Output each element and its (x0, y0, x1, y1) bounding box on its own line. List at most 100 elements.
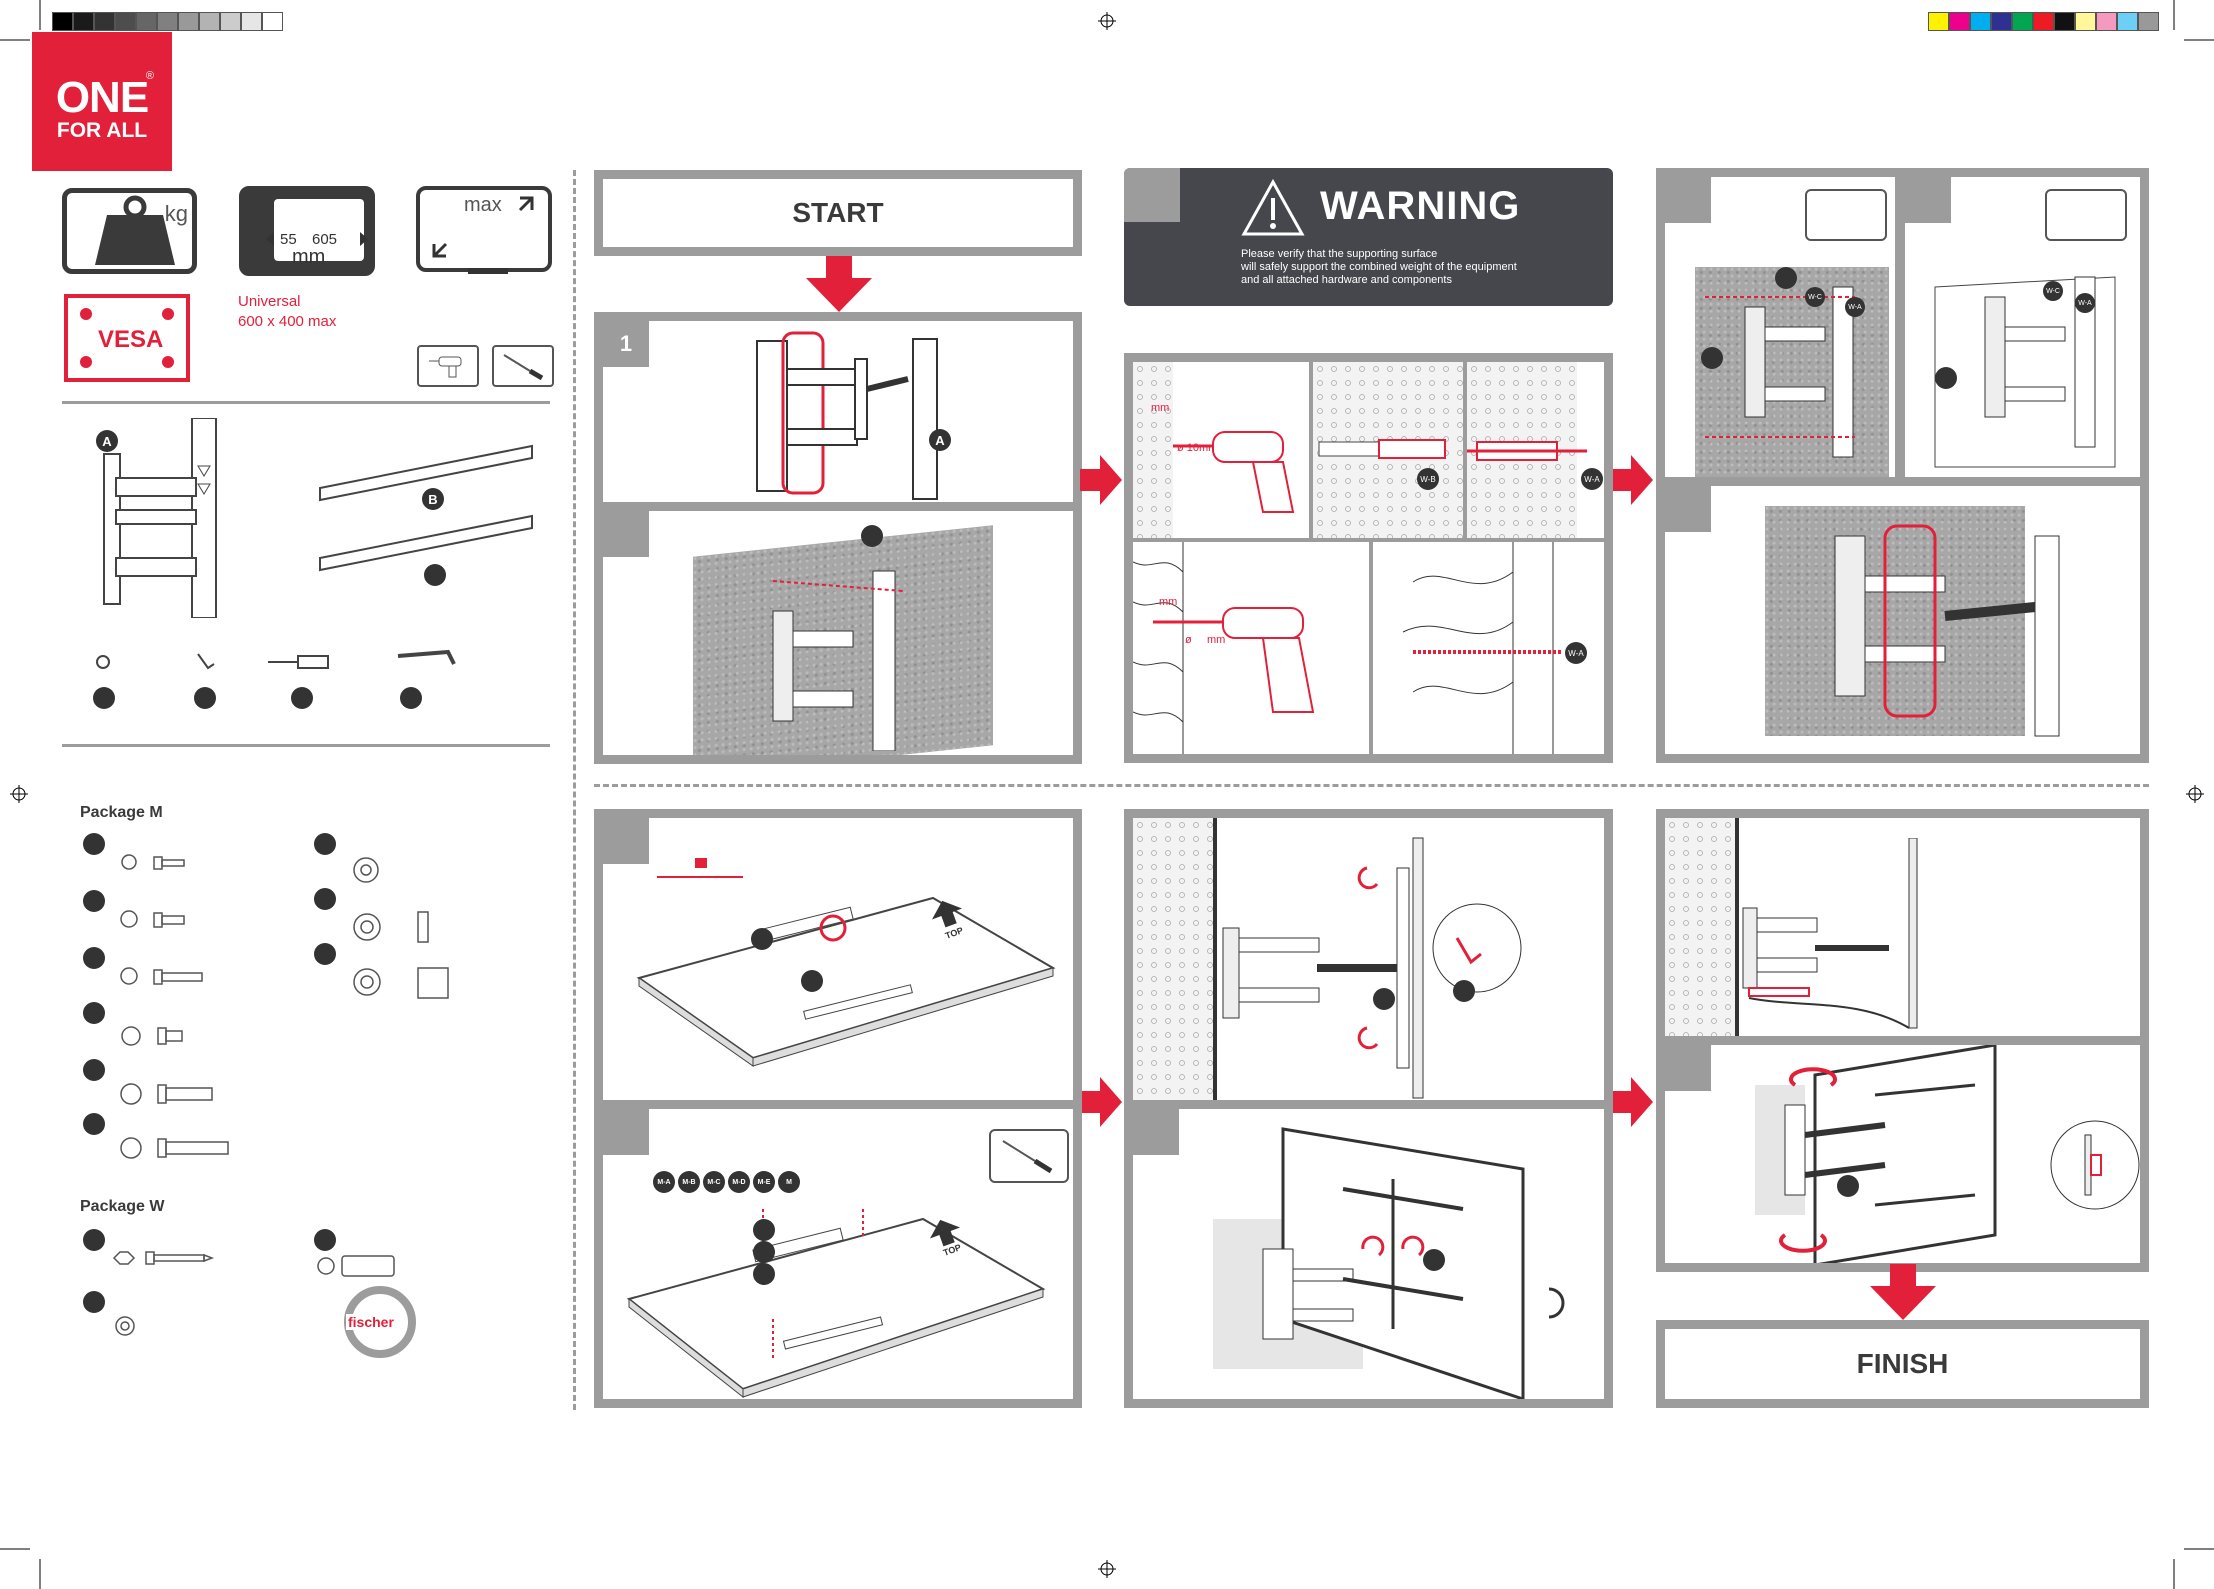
step-number: 1 (603, 321, 649, 367)
screw-label: M-C (703, 1171, 725, 1193)
concrete-wall (1665, 818, 1735, 1036)
drill-unit-label: mm (1151, 402, 1170, 414)
warning-line: Please verify that the supporting surfac… (1241, 248, 1438, 260)
package-w-hardware (83, 1229, 395, 1336)
drill-icon (429, 356, 462, 378)
weight-icon (95, 195, 175, 265)
callout-marker (1837, 1175, 1859, 1197)
drill-illustration (1173, 431, 1295, 513)
tv-side-view (1742, 838, 1918, 1029)
hardware-marker-3 (291, 687, 313, 709)
drill-unit-label-3: mm (1207, 634, 1226, 646)
concrete-wall (1133, 818, 1213, 1100)
down-arrow-icon (1870, 1264, 1936, 1320)
callout-marker (1423, 1249, 1445, 1271)
warning-text: Please verify that the supporting surfac… (1241, 248, 1517, 287)
down-arrow-icon (806, 256, 872, 312)
registration-mark-icon (2186, 785, 2204, 803)
screen-size-box: max (416, 186, 552, 274)
mount-bracket-panel-a: W-C W-A (1656, 168, 1904, 486)
wa-label-3: W-A (1845, 297, 1865, 317)
step-tag (603, 511, 649, 557)
screw-label-row: M-A M-B M-C M-D M-E M (653, 1171, 800, 1193)
tilt-illustration (1755, 1045, 2140, 1263)
step-tag (1665, 177, 1711, 223)
step-tag (1665, 486, 1711, 532)
divider (62, 401, 550, 404)
callout-marker (751, 928, 773, 950)
bracket-mounting (1705, 286, 1855, 458)
bracket-illustration (756, 331, 938, 500)
hardware-marker-4 (400, 687, 422, 709)
bracket-mounted-panel (1656, 477, 2149, 763)
wa-label: W-A (1581, 468, 1603, 490)
column-divider (573, 170, 576, 1410)
hang-tv-panel (1124, 809, 1613, 1109)
measure-line (657, 876, 743, 878)
registration-mark-icon (10, 785, 28, 803)
screwdriver-icon (1002, 1140, 1053, 1174)
step-tag (603, 1109, 649, 1155)
right-arrow-icon (1080, 1077, 1122, 1127)
start-box: START (594, 170, 1082, 256)
screw-label: M-E (753, 1171, 775, 1193)
warning-box: WARNING Please verify that the supportin… (1124, 168, 1613, 306)
callout-marker (753, 1219, 775, 1241)
divider (62, 744, 550, 747)
part-a-label: A (96, 430, 118, 452)
range-arrows-icon (266, 232, 368, 246)
logo-line1: ONE (55, 73, 149, 122)
up-arrow-icon (929, 1219, 961, 1247)
screen-max-label: max (464, 194, 502, 216)
tv-back-screws (626, 1209, 1046, 1399)
warning-title: WARNING (1320, 184, 1521, 228)
vesa-max: 605 (312, 231, 338, 248)
vesa-unit: mm (292, 246, 326, 268)
vesa-text: Universal 600 x 400 max (238, 292, 336, 332)
wood-wall-bracket (1934, 276, 2116, 468)
step-tag (1665, 1045, 1711, 1091)
brand-logo: ONE FOR ALL ® (32, 32, 172, 171)
screw-label: M-B (678, 1171, 700, 1193)
wc-label: W-C (1805, 287, 1825, 307)
logo-line2: FOR ALL (56, 119, 148, 142)
screwdriver-badge (989, 1129, 1069, 1183)
right-arrow-icon (1611, 1077, 1653, 1127)
wb-label: W-B (1417, 468, 1439, 490)
mount-bracket-panel-b: W-C W-A (1896, 168, 2149, 486)
right-arrow-icon (1080, 455, 1122, 505)
step-tag (1133, 1109, 1179, 1155)
weight-spec-box: kg (62, 188, 197, 274)
step-tag (1905, 177, 1951, 223)
registration-mark-icon (1098, 1560, 1116, 1578)
tv-adjust-illustration (1262, 1127, 1565, 1399)
screwdriver-icon (503, 354, 544, 381)
hardware-row (96, 649, 456, 670)
vesa-range-box: 55 605 mm (239, 186, 375, 276)
tv-back-illustration (636, 896, 1056, 1067)
registered-mark: ® (145, 70, 154, 82)
drill-tool-badge (1805, 189, 1887, 241)
start-label: START (792, 197, 884, 228)
warning-line: will safely support the combined weight … (1241, 261, 1517, 273)
step-2-panel (594, 502, 1082, 764)
tv-plate-panel: TOP (594, 809, 1082, 1109)
cable-panel (1656, 809, 2149, 1045)
wall-surface (1695, 267, 1889, 477)
fischer-text: fischer (346, 1314, 396, 1330)
wc-label-2: W-C (2043, 281, 2063, 301)
package-m-title: Package M (80, 804, 163, 821)
callout-marker (801, 970, 823, 992)
callout-marker (1701, 347, 1723, 369)
tv-plate-part (319, 444, 533, 572)
wood-drill-illustration (1133, 542, 1315, 754)
callout-marker (1373, 988, 1395, 1010)
weight-unit: kg (164, 201, 188, 226)
warning-line: and all attached hardware and components (1241, 274, 1452, 286)
step-tag (603, 818, 649, 864)
screwdriver-tool-box (492, 345, 554, 387)
hardware-marker-2 (194, 687, 216, 709)
callout-marker (1453, 980, 1475, 1002)
screw-label: M-D (728, 1171, 750, 1193)
screw-label: M-A (653, 1171, 675, 1193)
